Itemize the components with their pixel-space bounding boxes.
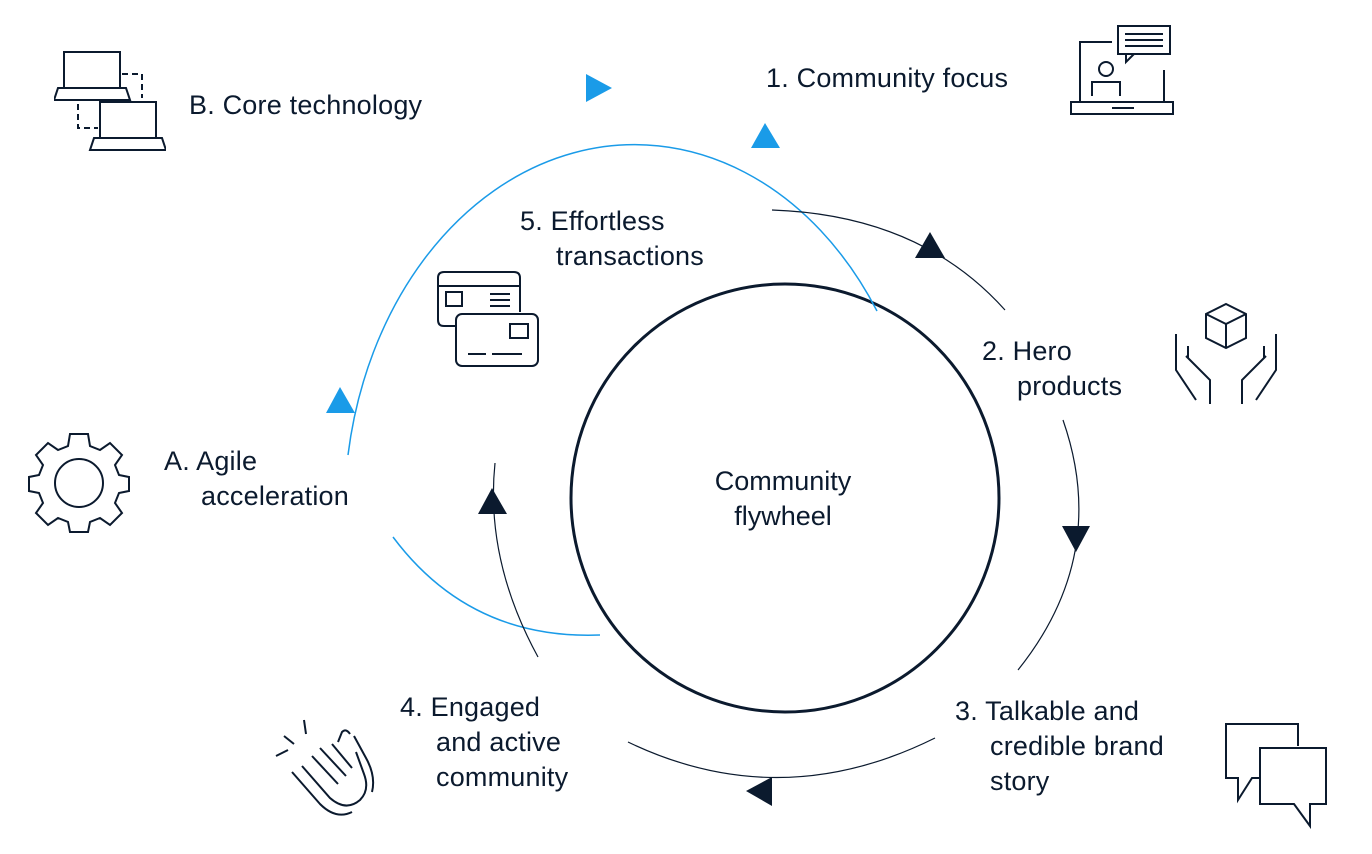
brand-story-line-1: 3. Talkable and — [955, 696, 1140, 726]
blue-arrow-left — [326, 387, 355, 413]
blue-loop-upper — [347, 143, 878, 456]
center-line-2: flywheel — [734, 501, 832, 531]
hero-products-line-1: 2. Hero — [982, 336, 1072, 366]
center-line-1: Community — [714, 466, 852, 496]
speech-bubbles-icon — [1222, 722, 1332, 830]
engaged-line-1: 4. Engaged — [400, 692, 541, 722]
hands-box-icon — [1170, 300, 1282, 408]
blue-loop-lower — [392, 536, 601, 636]
label-brand-story: 3. Talkable and credible brand story — [955, 694, 1164, 799]
credit-cards-icon — [434, 270, 544, 374]
dark-arrow-4 — [478, 488, 507, 514]
center-label: Community flywheel — [633, 464, 933, 534]
agile-line-2: acceleration — [201, 481, 349, 511]
dark-arc-3 — [627, 737, 936, 779]
label-core-technology: B. Core technology — [189, 90, 423, 120]
label-agile-acceleration: A. Agile acceleration — [164, 444, 349, 514]
brand-story-line-2: credible brand — [990, 731, 1164, 761]
dark-arrow-3 — [746, 777, 772, 806]
gear-icon — [26, 430, 132, 536]
label-community-focus: 1. Community focus — [766, 63, 1009, 93]
center-circle — [569, 282, 1001, 714]
engaged-line-3: community — [436, 762, 569, 792]
brand-story-line-3: story — [990, 766, 1050, 796]
connected-laptops-icon — [54, 48, 166, 156]
dark-arc-4 — [492, 462, 539, 658]
clapping-hands-icon — [268, 712, 386, 822]
effortless-line-2: transactions — [556, 241, 704, 271]
effortless-line-1: 5. Effortless — [520, 206, 665, 236]
dark-arrow-1 — [915, 232, 945, 258]
dark-arc-2 — [1017, 419, 1080, 671]
engaged-line-2: and active — [436, 727, 562, 757]
dark-arrow-2 — [1062, 526, 1090, 552]
dark-arc-1 — [771, 209, 1006, 311]
agile-line-1: A. Agile — [164, 446, 258, 476]
label-engaged-community: 4. Engaged and active community — [400, 690, 568, 795]
blue-arrow-upper-right — [751, 123, 780, 148]
hero-products-line-2: products — [1017, 371, 1123, 401]
blue-arrow-top — [586, 74, 612, 102]
label-effortless-transactions: 5. Effortless transactions — [520, 204, 704, 274]
label-hero-products: 2. Hero products — [982, 334, 1122, 404]
laptop-chat-icon — [1062, 22, 1182, 120]
